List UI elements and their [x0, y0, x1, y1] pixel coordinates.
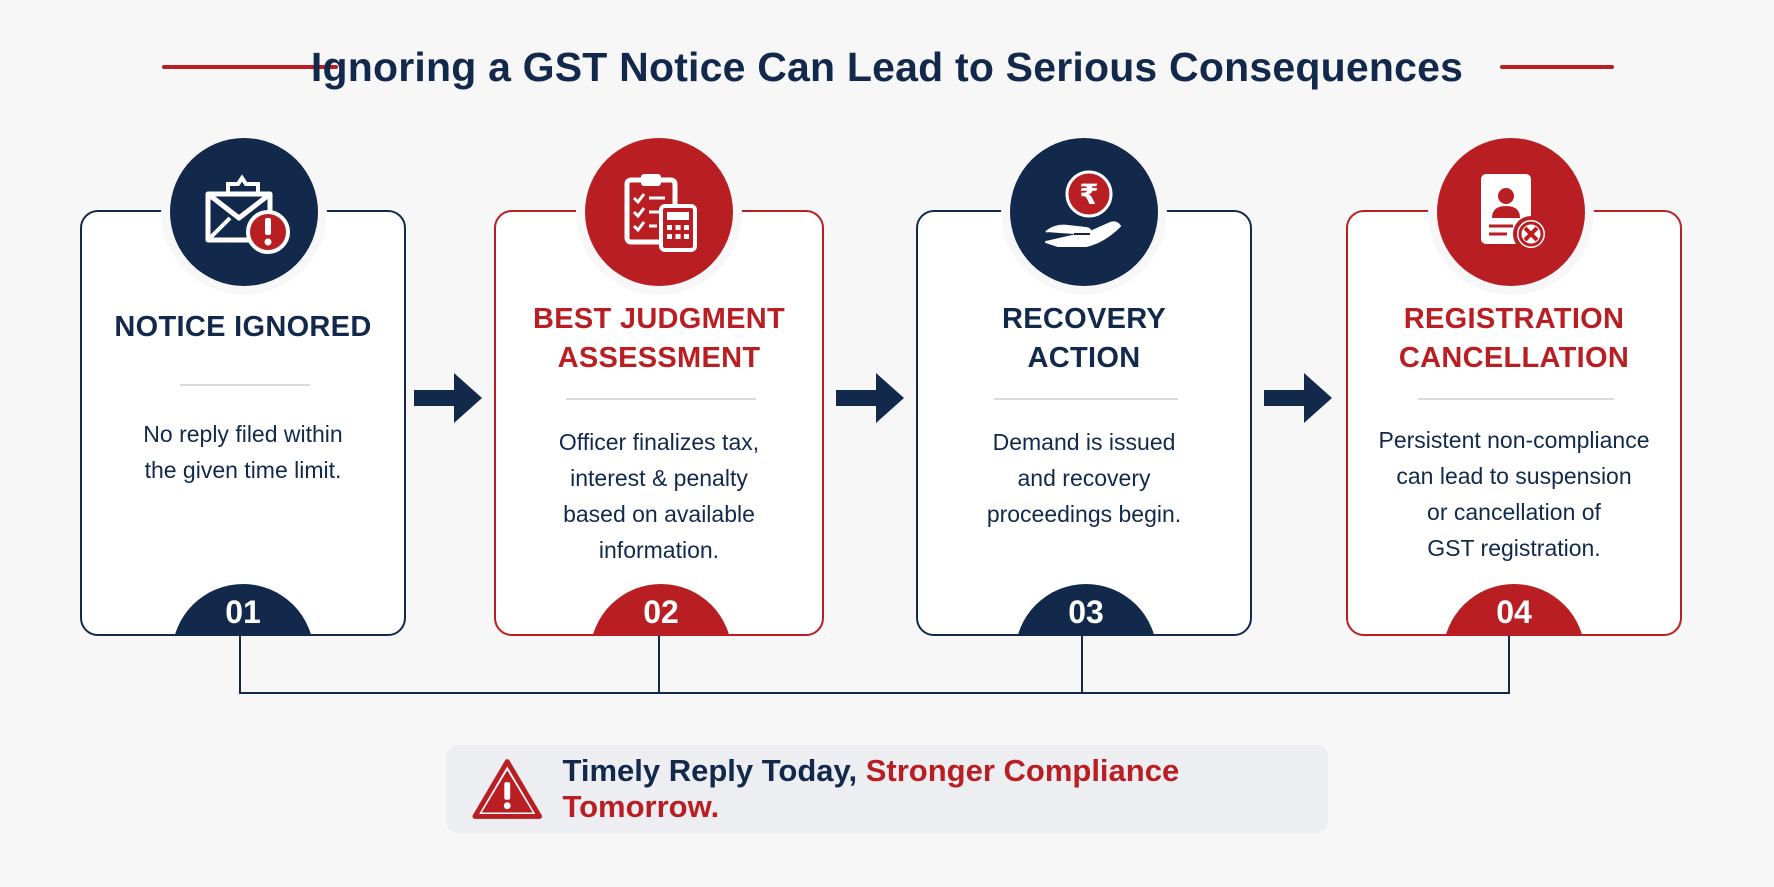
- step-desc-line: and recovery: [1017, 465, 1151, 491]
- title-left-line: [162, 65, 338, 69]
- step-desc-line: proceedings begin.: [986, 501, 1182, 527]
- step-desc-line: Persistent non-compliance: [1378, 427, 1650, 453]
- step-title-line: BEST JUDGMENT: [532, 303, 786, 335]
- id-card-cancel-icon: [1437, 138, 1585, 286]
- step-desc-line: Officer finalizes tax,: [558, 429, 760, 455]
- step-title-line: REGISTRATION: [1403, 303, 1625, 335]
- step-title-line: ACTION: [1027, 342, 1141, 374]
- step-desc-line: interest & penalty: [570, 465, 748, 491]
- step-divider: [1418, 398, 1614, 400]
- arrow-right-icon: [836, 373, 904, 423]
- step-title: RECOVERY ACTION: [918, 300, 1250, 378]
- rupee-hand-icon: ₹: [1010, 138, 1158, 286]
- step-title-line: ASSESSMENT: [557, 342, 761, 374]
- step-title: BEST JUDGMENT ASSESSMENT: [496, 300, 822, 378]
- connector-line: [239, 636, 241, 694]
- warning-triangle-icon: [472, 759, 542, 819]
- step-number-badge: 03: [1015, 584, 1157, 636]
- clipboard-calculator-icon: [585, 138, 733, 286]
- step-description: Demand is issued and recovery proceeding…: [918, 424, 1250, 532]
- step-desc-line: Demand is issued: [992, 429, 1176, 455]
- step-number: 03: [1068, 594, 1104, 630]
- step-description: Persistent non-compliance can lead to su…: [1348, 422, 1680, 566]
- arrow-right-icon: [414, 373, 482, 423]
- step-number: 01: [225, 594, 261, 630]
- step-desc-line: No reply filed within: [143, 421, 343, 447]
- connector-line: [1081, 636, 1083, 694]
- banner-text: Timely Reply Today, Stronger Compliance …: [562, 753, 1328, 825]
- step-divider: [180, 384, 310, 386]
- step-number-badge: 01: [172, 584, 314, 636]
- step-description: No reply filed within the given time lim…: [82, 416, 404, 488]
- page-title: Ignoring a GST Notice Can Lead to Seriou…: [310, 44, 1464, 90]
- step-title: REGISTRATION CANCELLATION: [1348, 300, 1680, 378]
- connector-line: [658, 636, 660, 694]
- call-to-action-banner: Timely Reply Today, Stronger Compliance …: [446, 745, 1328, 833]
- step-divider: [994, 398, 1178, 400]
- step-desc-line: or cancellation of: [1427, 499, 1601, 525]
- arrow-right-icon: [1264, 373, 1332, 423]
- banner-text-part1: Timely Reply Today,: [562, 753, 858, 788]
- envelope-alert-icon: [170, 138, 318, 286]
- step-title-line: RECOVERY: [1001, 303, 1167, 335]
- step-title-line: NOTICE IGNORED: [114, 311, 372, 343]
- step-title: NOTICE IGNORED: [82, 308, 404, 347]
- step-desc-line: information.: [598, 537, 720, 563]
- svg-text:₹: ₹: [1079, 178, 1098, 211]
- connector-line: [1508, 636, 1510, 694]
- step-number: 02: [643, 594, 679, 630]
- title-right-line: [1500, 65, 1614, 69]
- step-desc-line: based on available: [563, 501, 755, 527]
- step-number: 04: [1496, 594, 1532, 630]
- step-desc-line: can lead to suspension: [1396, 463, 1632, 489]
- step-number-badge: 04: [1443, 584, 1585, 636]
- step-divider: [566, 398, 756, 400]
- step-description: Officer finalizes tax, interest & penalt…: [496, 424, 822, 568]
- step-title-line: CANCELLATION: [1398, 342, 1630, 374]
- banner-text-part2: Stronger Compliance Tomorrow.: [562, 753, 1180, 824]
- step-desc-line: the given time limit.: [144, 457, 342, 483]
- step-desc-line: GST registration.: [1427, 535, 1601, 561]
- step-number-badge: 02: [590, 584, 732, 636]
- connector-line: [239, 692, 1510, 694]
